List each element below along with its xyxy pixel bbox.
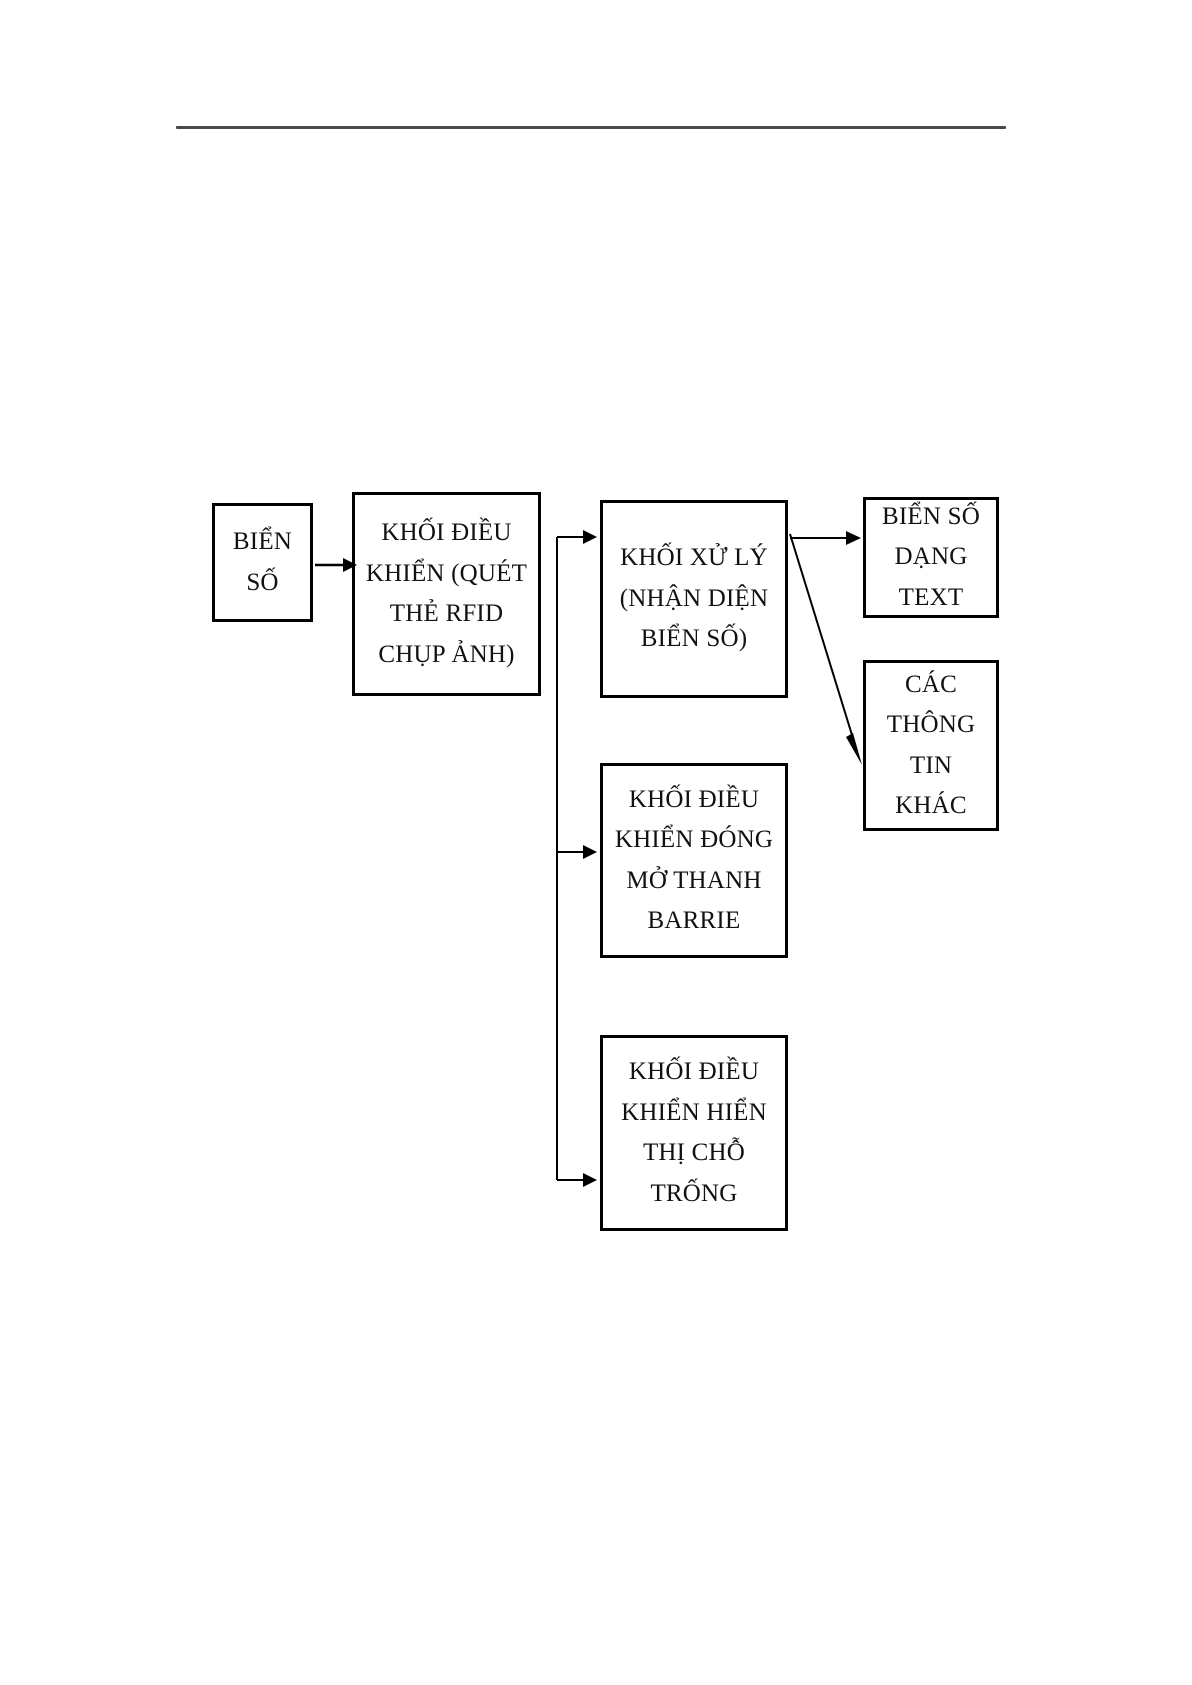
flow-box-khoi-dieu-khien-barrie: KHỐI ĐIỀU KHIỂN ĐÓNG MỞ THANH BARRIE: [600, 763, 788, 958]
flow-box-khoi-dieu-khien: KHỐI ĐIỀU KHIỂN (QUÉT THẺ RFID CHỤP ẢNH): [352, 492, 541, 696]
header-rule: [176, 126, 1006, 129]
edge-khoi-xu-ly-to-thong-tin-khac: [789, 533, 862, 765]
flow-box-cac-thong-tin-khac: CÁC THÔNG TIN KHÁC: [863, 660, 999, 831]
edge-khoi-xu-ly-to-bien-so-text: [790, 531, 861, 545]
edge-bus-to-cho-trong: [557, 1173, 597, 1187]
edge-bus-to-khoi-xu-ly: [557, 530, 597, 544]
edge-bus-to-barrie: [557, 845, 597, 859]
flow-box-bien-so: BIỂN SỐ: [212, 503, 313, 622]
edge-bien-so-to-khoi-dieu-khien: [315, 558, 357, 572]
flow-box-khoi-xu-ly: KHỐI XỬ LÝ (NHẬN DIỆN BIỂN SỐ): [600, 500, 788, 698]
flow-box-bien-so-dang-text: BIỂN SỐ DẠNG TEXT: [863, 497, 999, 618]
flow-box-khoi-dieu-khien-cho-trong: KHỐI ĐIỀU KHIỂN HIỂN THỊ CHỖ TRỐNG: [600, 1035, 788, 1231]
